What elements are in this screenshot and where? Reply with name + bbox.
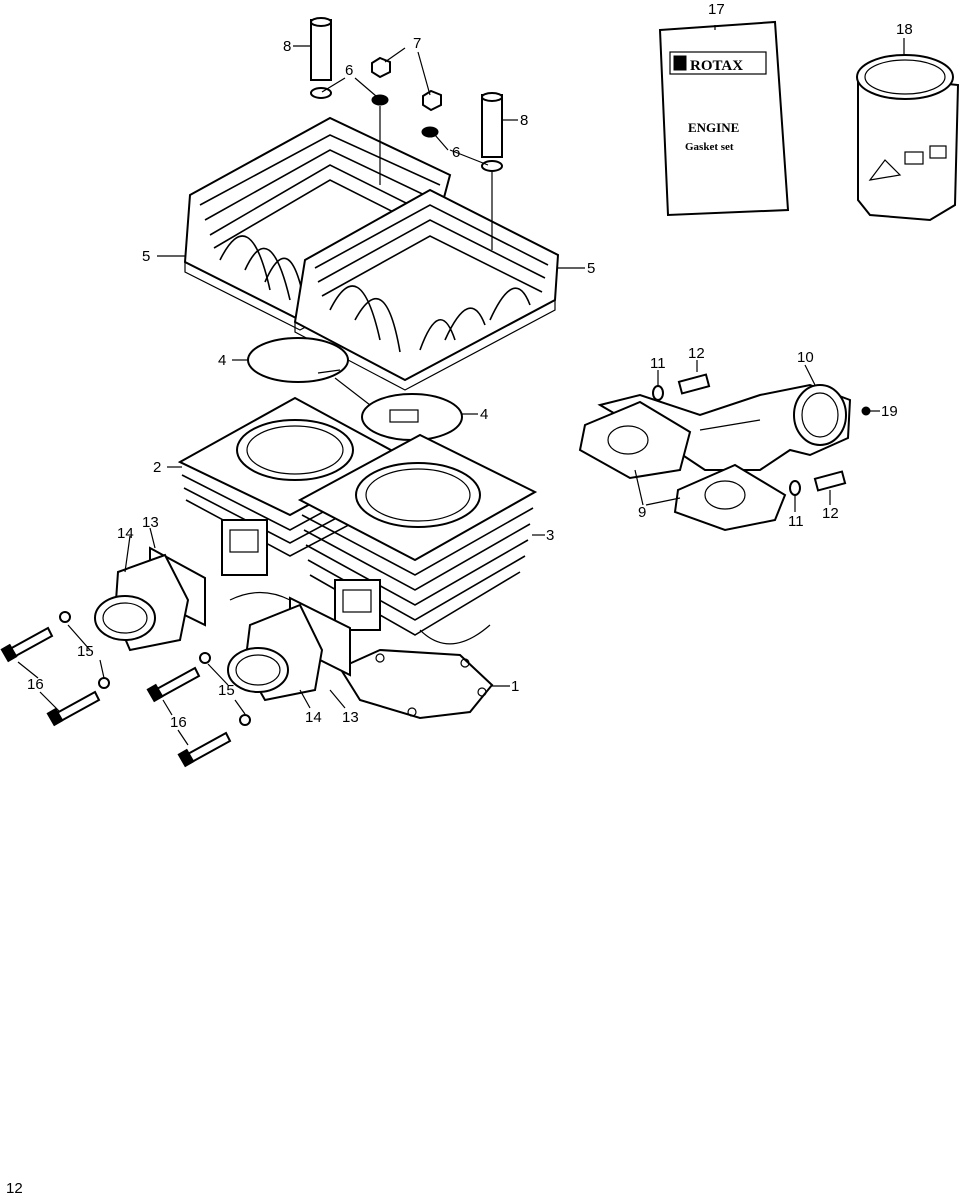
callout-1: 1 bbox=[511, 678, 519, 695]
exhaust-hardware bbox=[652, 373, 871, 496]
callout-11-bottom: 11 bbox=[788, 513, 804, 530]
sleeve-left bbox=[310, 17, 332, 81]
head-gasket-left bbox=[247, 337, 349, 383]
callout-13-left: 13 bbox=[142, 514, 159, 531]
callout-8-right: 8 bbox=[520, 112, 528, 129]
callout-5-right: 5 bbox=[587, 260, 595, 277]
intake-flange-left bbox=[94, 546, 206, 652]
callout-9: 9 bbox=[638, 504, 646, 521]
callout-labels: 8 6 7 8 6 5 5 4 4 2 3 1 17 18 11 12 10 1… bbox=[27, 1, 913, 731]
callout-8-left: 8 bbox=[283, 38, 291, 55]
exhaust-manifold bbox=[597, 383, 852, 471]
callout-18: 18 bbox=[896, 21, 913, 38]
callout-12-top: 12 bbox=[688, 345, 705, 362]
callout-4-right: 4 bbox=[480, 406, 488, 423]
callout-2: 2 bbox=[153, 459, 161, 476]
callout-11-top: 11 bbox=[650, 355, 666, 372]
callout-16-left: 16 bbox=[27, 676, 44, 693]
sleeve-right bbox=[481, 92, 503, 158]
head-gasket-right bbox=[361, 393, 463, 441]
booklet-brand: ROTAX bbox=[690, 58, 743, 74]
callout-4-left: 4 bbox=[218, 352, 226, 369]
callout-13-right: 13 bbox=[342, 709, 359, 726]
stud-lines bbox=[379, 106, 493, 250]
washers bbox=[310, 87, 503, 172]
gasket-set-booklet: ROTAX ENGINE Gasket set bbox=[658, 20, 790, 217]
callout-12-bottom: 12 bbox=[822, 505, 839, 522]
page-number: 12 bbox=[6, 1180, 23, 1197]
booklet-subtitle: Gasket set bbox=[685, 141, 734, 153]
cylinder-left bbox=[177, 396, 403, 576]
callout-17: 17 bbox=[708, 1, 725, 18]
callout-5-left: 5 bbox=[142, 248, 150, 265]
washers-15 bbox=[59, 611, 251, 726]
booklet-title: ENGINE bbox=[688, 120, 739, 135]
callout-15-left: 15 bbox=[77, 643, 94, 660]
cylinder-right bbox=[297, 433, 538, 645]
callout-3: 3 bbox=[546, 527, 554, 544]
callout-19: 19 bbox=[881, 403, 898, 420]
callout-6-left: 6 bbox=[345, 62, 353, 79]
callout-14-left: 14 bbox=[117, 525, 134, 542]
intake-flange-right bbox=[227, 591, 351, 702]
callout-15-right: 15 bbox=[218, 682, 235, 699]
callout-7: 7 bbox=[413, 35, 421, 52]
exhaust-gaskets bbox=[578, 400, 787, 532]
bolts-16 bbox=[0, 626, 232, 768]
nuts bbox=[371, 56, 442, 112]
callout-6-right: 6 bbox=[452, 144, 460, 161]
leader-lines bbox=[17, 25, 905, 746]
callout-16-right: 16 bbox=[170, 714, 187, 731]
cylinder-sleeve bbox=[856, 54, 960, 222]
callout-14-right: 14 bbox=[305, 709, 322, 726]
callout-10: 10 bbox=[797, 349, 814, 366]
base-gasket bbox=[338, 648, 494, 720]
